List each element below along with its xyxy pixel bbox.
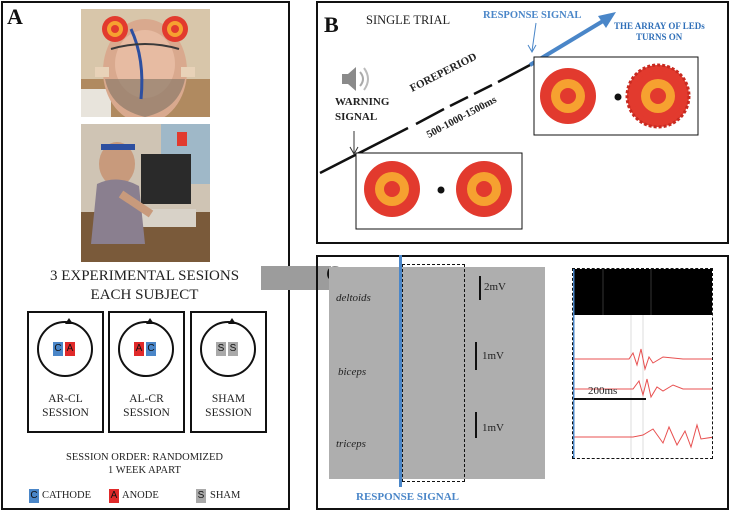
led-target-right-off — [456, 161, 512, 217]
warning-label-line2: SIGNAL — [335, 111, 378, 123]
session-box-ar-cl: C A AR-CL SESSION — [27, 311, 104, 433]
muscle-label-deltoids: deltoids — [336, 292, 371, 304]
leds-on-label-line1: THE ARRAY OF LEDs — [614, 21, 705, 31]
sessions-title-line1: 3 EXPERIMENTAL SESIONS — [49, 268, 240, 284]
session-box-sham: S S SHAM SESSION — [190, 311, 267, 433]
legend-chip-cathode: C — [29, 489, 39, 503]
subject-setup-photo — [81, 124, 210, 262]
time-scale-bar — [574, 398, 646, 400]
head-outline — [37, 318, 93, 377]
warning-label-line1: WARNING — [335, 96, 390, 108]
led-target-left-on — [540, 68, 596, 124]
session-name-line2: SESSION — [205, 407, 252, 419]
leds-on-label-line2: TURNS ON — [636, 32, 683, 42]
head-outline — [200, 318, 256, 377]
session-name-line1: AR-CL — [48, 393, 83, 405]
nose-marker — [65, 318, 73, 324]
panel-a-label: A — [7, 4, 23, 29]
legend-chip-anode: A — [109, 489, 119, 503]
fixation-dot — [614, 93, 622, 101]
response-pointer-head — [527, 44, 537, 54]
scale-bar-1mv-triceps — [475, 412, 477, 438]
chip-right: S — [228, 342, 238, 356]
warning-pointer-head — [349, 146, 359, 156]
response-pointer — [531, 22, 537, 52]
sessions-title-line2: EACH SUBJECT — [90, 287, 199, 303]
session-name-line2: SESSION — [42, 407, 89, 419]
session-order-line1: SESSION ORDER: RANDOMIZED — [66, 452, 223, 463]
single-trial-title: SINGLE TRIAL — [366, 13, 451, 27]
speaker-icon — [342, 67, 369, 91]
chip-left: S — [216, 342, 226, 356]
scale-bar-1mv-biceps — [475, 342, 477, 370]
panel-b — [316, 1, 729, 244]
session-name-line1: SHAM — [211, 393, 246, 405]
muscle-label-triceps: triceps — [336, 438, 366, 450]
scale-label-2mv: 2mV — [484, 281, 506, 293]
time-scale-label: 200ms — [588, 385, 618, 397]
muscle-label-biceps: biceps — [338, 366, 367, 378]
timeline-line-dash2 — [473, 83, 493, 96]
response-signal-label-b: RESPONSE SIGNAL — [483, 10, 582, 21]
legend-label-sham: SHAM — [210, 490, 241, 501]
panel-c — [316, 255, 729, 510]
head-outline — [118, 318, 174, 377]
session-name-line1: AL-CR — [129, 393, 164, 405]
timeline-line — [319, 126, 409, 175]
legend-label-cathode: CATHODE — [42, 490, 91, 501]
fixation-dot — [437, 186, 445, 194]
session-box-al-cr: A C AL-CR SESSION — [108, 311, 185, 433]
response-line — [399, 255, 402, 487]
scale-bar-2mv — [479, 276, 481, 300]
chip-left: A — [134, 342, 144, 356]
emg-trace-area — [329, 267, 545, 479]
panel-b-label: B — [324, 12, 339, 37]
chip-right: C — [146, 342, 156, 356]
session-name-line2: SESSION — [123, 407, 170, 419]
chip-right: A — [65, 342, 75, 356]
led-target-left-off — [364, 161, 420, 217]
panel-a — [1, 1, 290, 510]
chip-left: C — [53, 342, 63, 356]
scale-label-1mv-biceps: 1mV — [482, 350, 504, 362]
timeline-line-right — [497, 63, 531, 84]
led-target-right-on — [625, 63, 691, 129]
response-arrow-head — [598, 12, 616, 28]
connector-bar — [261, 266, 331, 290]
trial-diagram — [319, 12, 699, 230]
timeline-line-dash — [449, 95, 469, 108]
timeline-line-gap-left — [415, 107, 445, 126]
zoomed-trace-panel — [572, 268, 713, 459]
analysis-window — [402, 264, 465, 482]
legend-label-anode: ANODE — [122, 490, 159, 501]
session-order-line2: 1 WEEK APART — [108, 465, 181, 476]
head-electrodes-photo — [81, 9, 210, 117]
scale-label-1mv-triceps: 1mV — [482, 422, 504, 434]
nose-marker — [228, 318, 236, 324]
legend-chip-sham: S — [196, 489, 206, 503]
response-signal-label-c: RESPONSE SIGNAL — [356, 491, 460, 503]
nose-marker — [146, 318, 154, 324]
